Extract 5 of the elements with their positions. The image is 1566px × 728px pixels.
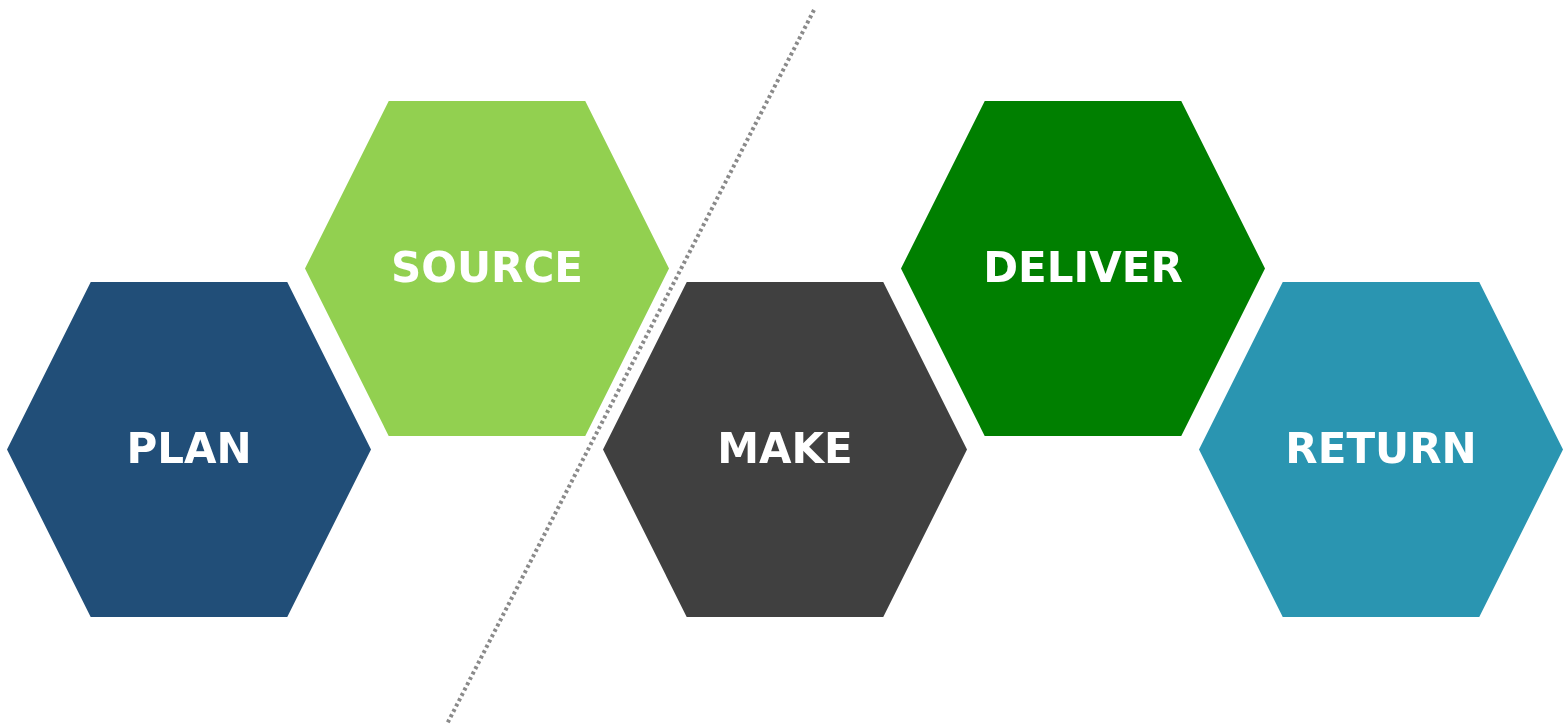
hexagon-label: PLAN: [126, 423, 252, 476]
hexagon-label: RETURN: [1285, 423, 1477, 476]
hexagon-label: MAKE: [717, 423, 853, 476]
hexagon-label: DELIVER: [983, 242, 1183, 295]
hexagon-label: SOURCE: [391, 242, 583, 295]
